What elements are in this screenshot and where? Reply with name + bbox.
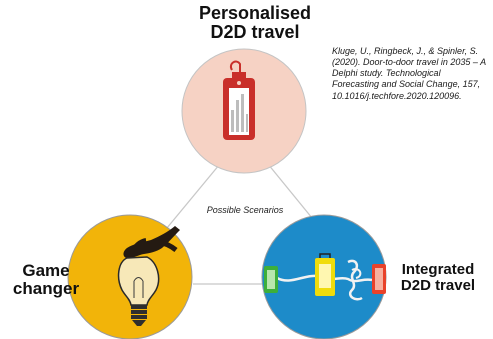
game-changer-title: Game changer bbox=[6, 261, 86, 299]
game-changer-title-line1: Game bbox=[22, 261, 70, 280]
personalised-d2d-title: Personalised D2D travel bbox=[155, 3, 355, 43]
personalised-title-line2: D2D travel bbox=[210, 22, 300, 43]
personalised-d2d-node bbox=[181, 48, 307, 174]
connected-luggage-tags-icon bbox=[264, 253, 386, 301]
luggage-tag-icon bbox=[223, 60, 255, 140]
hand-holding-lightbulb-icon bbox=[117, 226, 180, 326]
citation-text: Kluge, U., Ringbeck, J., & Spinler, S. (… bbox=[332, 46, 486, 101]
game-changer-node bbox=[67, 214, 193, 339]
connector-top-left bbox=[156, 152, 230, 241]
integrated-d2d-node bbox=[261, 214, 387, 339]
personalised-title-line1: Personalised bbox=[198, 3, 312, 23]
game-changer-title-line2: changer bbox=[12, 279, 80, 299]
integrated-title-line1: Integrated bbox=[401, 261, 475, 278]
integrated-title-line2: D2D travel bbox=[400, 277, 476, 295]
possible-scenarios-label: Possible Scenarios bbox=[206, 205, 284, 215]
integrated-d2d-title: Integrated D2D travel bbox=[384, 261, 492, 295]
